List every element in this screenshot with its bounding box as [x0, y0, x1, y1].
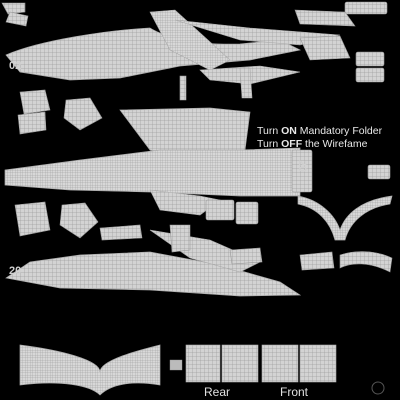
- uv-island-tyres: [185, 344, 337, 383]
- instruction-note-mandatory-folder: Turn ON Mandatory Folder: [257, 125, 383, 137]
- uv-island-rear-wing: [19, 344, 183, 396]
- front-tyre-label: Front: [280, 385, 309, 399]
- watermark-logo-icon: [371, 381, 385, 395]
- uv-island-left-panels: [14, 89, 103, 239]
- part-number-upper: 02: [9, 60, 22, 72]
- uv-island-top-right: [294, 1, 388, 83]
- uv-island-upper-hull: [5, 9, 341, 101]
- uv-island-fuselage: [4, 107, 313, 225]
- uv-island-lower-hull: [5, 224, 302, 297]
- part-number-side: 20: [296, 159, 309, 173]
- uv-island-top-left: [1, 2, 29, 27]
- part-number-lower: 20: [9, 265, 22, 277]
- instruction-note-wireframe: Turn OFF the Wirefame: [257, 138, 368, 150]
- rear-tyre-label: Rear: [204, 385, 231, 399]
- uv-island-right-parts: [297, 164, 393, 273]
